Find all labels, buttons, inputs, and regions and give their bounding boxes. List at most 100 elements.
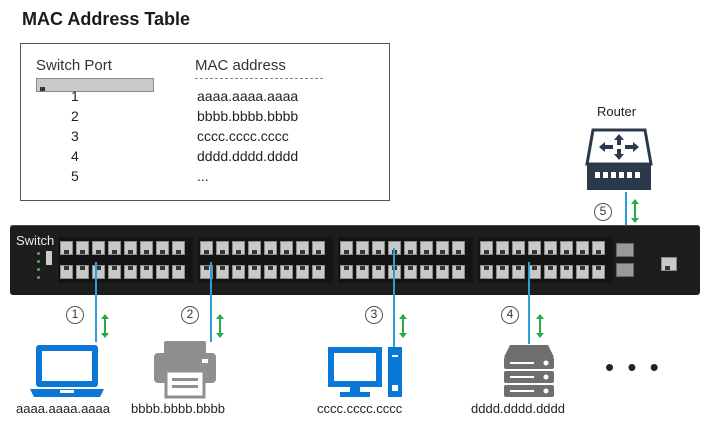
ethernet-port xyxy=(200,265,213,279)
port-number-badge: 1 xyxy=(66,306,84,324)
ethernet-port xyxy=(232,241,245,255)
router-label: Router xyxy=(597,104,637,119)
network-switch: Switch xyxy=(10,225,700,295)
sfp-port xyxy=(616,263,634,277)
ethernet-port xyxy=(156,241,169,255)
ethernet-port xyxy=(296,241,309,255)
ethernet-port xyxy=(404,241,417,255)
ethernet-port xyxy=(280,265,293,279)
ethernet-port xyxy=(436,241,449,255)
printer-icon xyxy=(154,341,216,399)
ethernet-port xyxy=(372,241,385,255)
ethernet-port xyxy=(92,265,105,279)
device-mac-label: bbbb.bbbb.bbbb xyxy=(131,401,225,416)
ethernet-port xyxy=(232,265,245,279)
bidirectional-arrow-icon xyxy=(101,314,109,338)
ethernet-port xyxy=(356,241,369,255)
device-mac-label: dddd.dddd.dddd xyxy=(471,401,565,416)
ethernet-port xyxy=(312,241,325,255)
ethernet-port xyxy=(592,265,605,279)
ethernet-port xyxy=(216,265,229,279)
ethernet-port xyxy=(76,241,89,255)
ethernet-port xyxy=(372,265,385,279)
ethernet-port xyxy=(140,265,153,279)
ethernet-port xyxy=(280,241,293,255)
ethernet-port xyxy=(544,265,557,279)
status-led xyxy=(37,260,40,263)
ethernet-port xyxy=(140,241,153,255)
ethernet-port xyxy=(420,241,433,255)
ethernet-port xyxy=(592,241,605,255)
mac-cell: cccc.cccc.cccc xyxy=(197,128,289,144)
ethernet-port xyxy=(264,265,277,279)
ethernet-port xyxy=(312,265,325,279)
device-mac-label: aaaa.aaaa.aaaa xyxy=(16,401,110,416)
header-mac-address: MAC address xyxy=(195,57,286,74)
ethernet-port xyxy=(356,265,369,279)
port-group xyxy=(58,237,193,283)
more-devices-ellipsis: • • • xyxy=(605,352,662,382)
device-mac-label: cccc.cccc.cccc xyxy=(317,401,403,416)
port-cell: 2 xyxy=(71,108,79,124)
port-number-badge: 5 xyxy=(594,203,612,221)
laptop-icon xyxy=(30,345,104,397)
ethernet-port xyxy=(544,241,557,255)
desktop-icon xyxy=(328,347,402,397)
ethernet-port xyxy=(560,241,573,255)
ethernet-port xyxy=(512,265,525,279)
ethernet-port xyxy=(560,265,573,279)
ethernet-port xyxy=(512,241,525,255)
ethernet-port xyxy=(60,241,73,255)
server-icon xyxy=(504,345,554,397)
device-cable xyxy=(528,262,530,344)
ethernet-port xyxy=(340,265,353,279)
console-port xyxy=(661,257,677,271)
mac-cell: ... xyxy=(197,168,209,184)
header-underline xyxy=(36,78,154,92)
port-number-badge: 4 xyxy=(501,306,519,324)
bidirectional-arrow-icon xyxy=(399,314,407,338)
ethernet-port xyxy=(436,265,449,279)
table-title: MAC Address Table xyxy=(22,9,191,29)
ethernet-port xyxy=(340,241,353,255)
ethernet-port xyxy=(60,265,73,279)
ethernet-port xyxy=(452,241,465,255)
status-led xyxy=(37,268,40,271)
switch-label: Switch xyxy=(16,233,55,248)
port-number-badge: 3 xyxy=(365,306,383,324)
ethernet-port xyxy=(124,265,137,279)
ethernet-port xyxy=(264,241,277,255)
ethernet-port xyxy=(496,265,509,279)
ethernet-port xyxy=(480,265,493,279)
port-cell: 1 xyxy=(71,88,79,104)
ethernet-port xyxy=(496,241,509,255)
ethernet-port xyxy=(420,265,433,279)
ethernet-port xyxy=(248,265,261,279)
mac-cell: dddd.dddd.dddd xyxy=(197,148,299,164)
mac-cell: bbbb.bbbb.bbbb xyxy=(197,108,299,124)
router-cable xyxy=(625,192,627,244)
bidirectional-arrow-icon xyxy=(536,314,544,338)
router-icon xyxy=(585,128,653,190)
ethernet-port xyxy=(216,241,229,255)
port-group xyxy=(198,237,333,283)
mac-cell: aaaa.aaaa.aaaa xyxy=(197,88,299,104)
port-cell: 4 xyxy=(71,148,79,164)
header-switch-port: Switch Port xyxy=(36,57,112,74)
ethernet-port xyxy=(576,241,589,255)
ethernet-port xyxy=(108,241,121,255)
ethernet-port xyxy=(108,265,121,279)
device-cable xyxy=(210,262,212,342)
bidirectional-arrow-icon xyxy=(631,199,639,223)
sfp-port xyxy=(616,243,634,257)
ethernet-port xyxy=(172,241,185,255)
ethernet-port xyxy=(452,265,465,279)
ethernet-port xyxy=(172,265,185,279)
ethernet-port xyxy=(576,265,589,279)
device-cable xyxy=(95,262,97,342)
status-led xyxy=(37,252,40,255)
port-number-badge: 2 xyxy=(181,306,199,324)
ethernet-port xyxy=(92,241,105,255)
ethernet-port xyxy=(124,241,137,255)
usb-port xyxy=(46,251,52,265)
